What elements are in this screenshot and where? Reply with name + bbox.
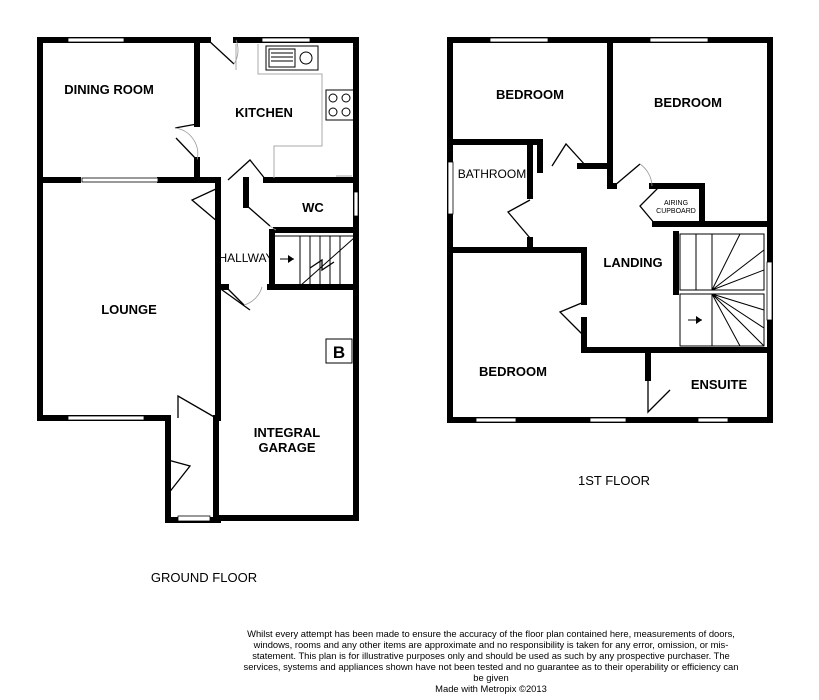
ensuite-window <box>697 417 729 423</box>
bedroom-top-left-label: BEDROOM <box>496 87 564 102</box>
hallway-label: HALLWAY <box>218 251 273 265</box>
boiler-icon: B <box>325 338 353 364</box>
bedroom1-south-wall <box>447 139 543 173</box>
kitchen-label: KITCHEN <box>235 105 293 120</box>
kitchen-units <box>235 44 352 178</box>
stair-arrow-icon <box>288 255 294 263</box>
metropix-credit: Made with Metropix ©2013 <box>435 683 547 694</box>
first-floor-title: 1ST FLOOR <box>578 473 650 488</box>
bedroom3-window-2 <box>589 417 627 423</box>
ground-floor-plan: B DINING ROOM KITCHEN LOUNGE WC HALLWAY … <box>37 37 359 585</box>
airing-cupboard-wall <box>649 183 705 227</box>
kitchen-sink-icon <box>265 45 319 71</box>
bedroom3-window-1 <box>475 417 517 423</box>
wc-window <box>353 191 359 217</box>
lounge-label: LOUNGE <box>101 302 157 317</box>
airing-cupboard-label-line1: AIRING <box>664 200 688 207</box>
dining-room-label: DINING ROOM <box>64 82 154 97</box>
boiler-label: B <box>333 343 345 362</box>
bathroom-south-wall <box>447 237 533 253</box>
bedroom1-window <box>489 37 549 43</box>
kitchen-window <box>261 37 311 43</box>
bedroom-top-right-label: BEDROOM <box>654 95 722 110</box>
stair-window <box>766 261 773 321</box>
bedroom3-north-wall <box>527 247 587 305</box>
ensuite-label: ENSUITE <box>691 377 748 392</box>
wc-label: WC <box>302 200 324 215</box>
disclaimer-text: Whilst every attempt has been made to en… <box>243 628 739 683</box>
bedroom2-window <box>649 37 709 43</box>
bedroom-bottom-label: BEDROOM <box>479 364 547 379</box>
disclaimer: Whilst every attempt has been made to en… <box>238 628 744 694</box>
landing-label: LANDING <box>603 255 662 270</box>
bedroom3-east-wall <box>581 317 773 353</box>
garage-label-line2: GARAGE <box>258 440 315 455</box>
dining-window <box>67 37 125 43</box>
lounge-back-window <box>81 177 159 183</box>
ground-floor-title: GROUND FLOOR <box>151 570 257 585</box>
first-floor-staircase <box>679 233 765 347</box>
kitchen-hob-icon <box>325 89 355 121</box>
bathroom-label: BATHROOM <box>458 167 526 181</box>
landing-stair-arrow-icon <box>696 316 702 324</box>
bathroom-window <box>447 161 454 215</box>
first-floor-doors <box>506 142 671 414</box>
entrance-window <box>177 515 211 522</box>
lounge-front-window <box>67 415 145 421</box>
garage-label-line1: INTEGRAL <box>254 425 321 440</box>
ground-floor-staircase <box>273 235 355 287</box>
airing-cupboard-label-line2: CUPBOARD <box>656 208 696 215</box>
first-floor-plan: BEDROOM BEDROOM BATHROOM AIRING CUPBOARD… <box>447 37 773 488</box>
ground-floor-doors <box>167 39 277 495</box>
